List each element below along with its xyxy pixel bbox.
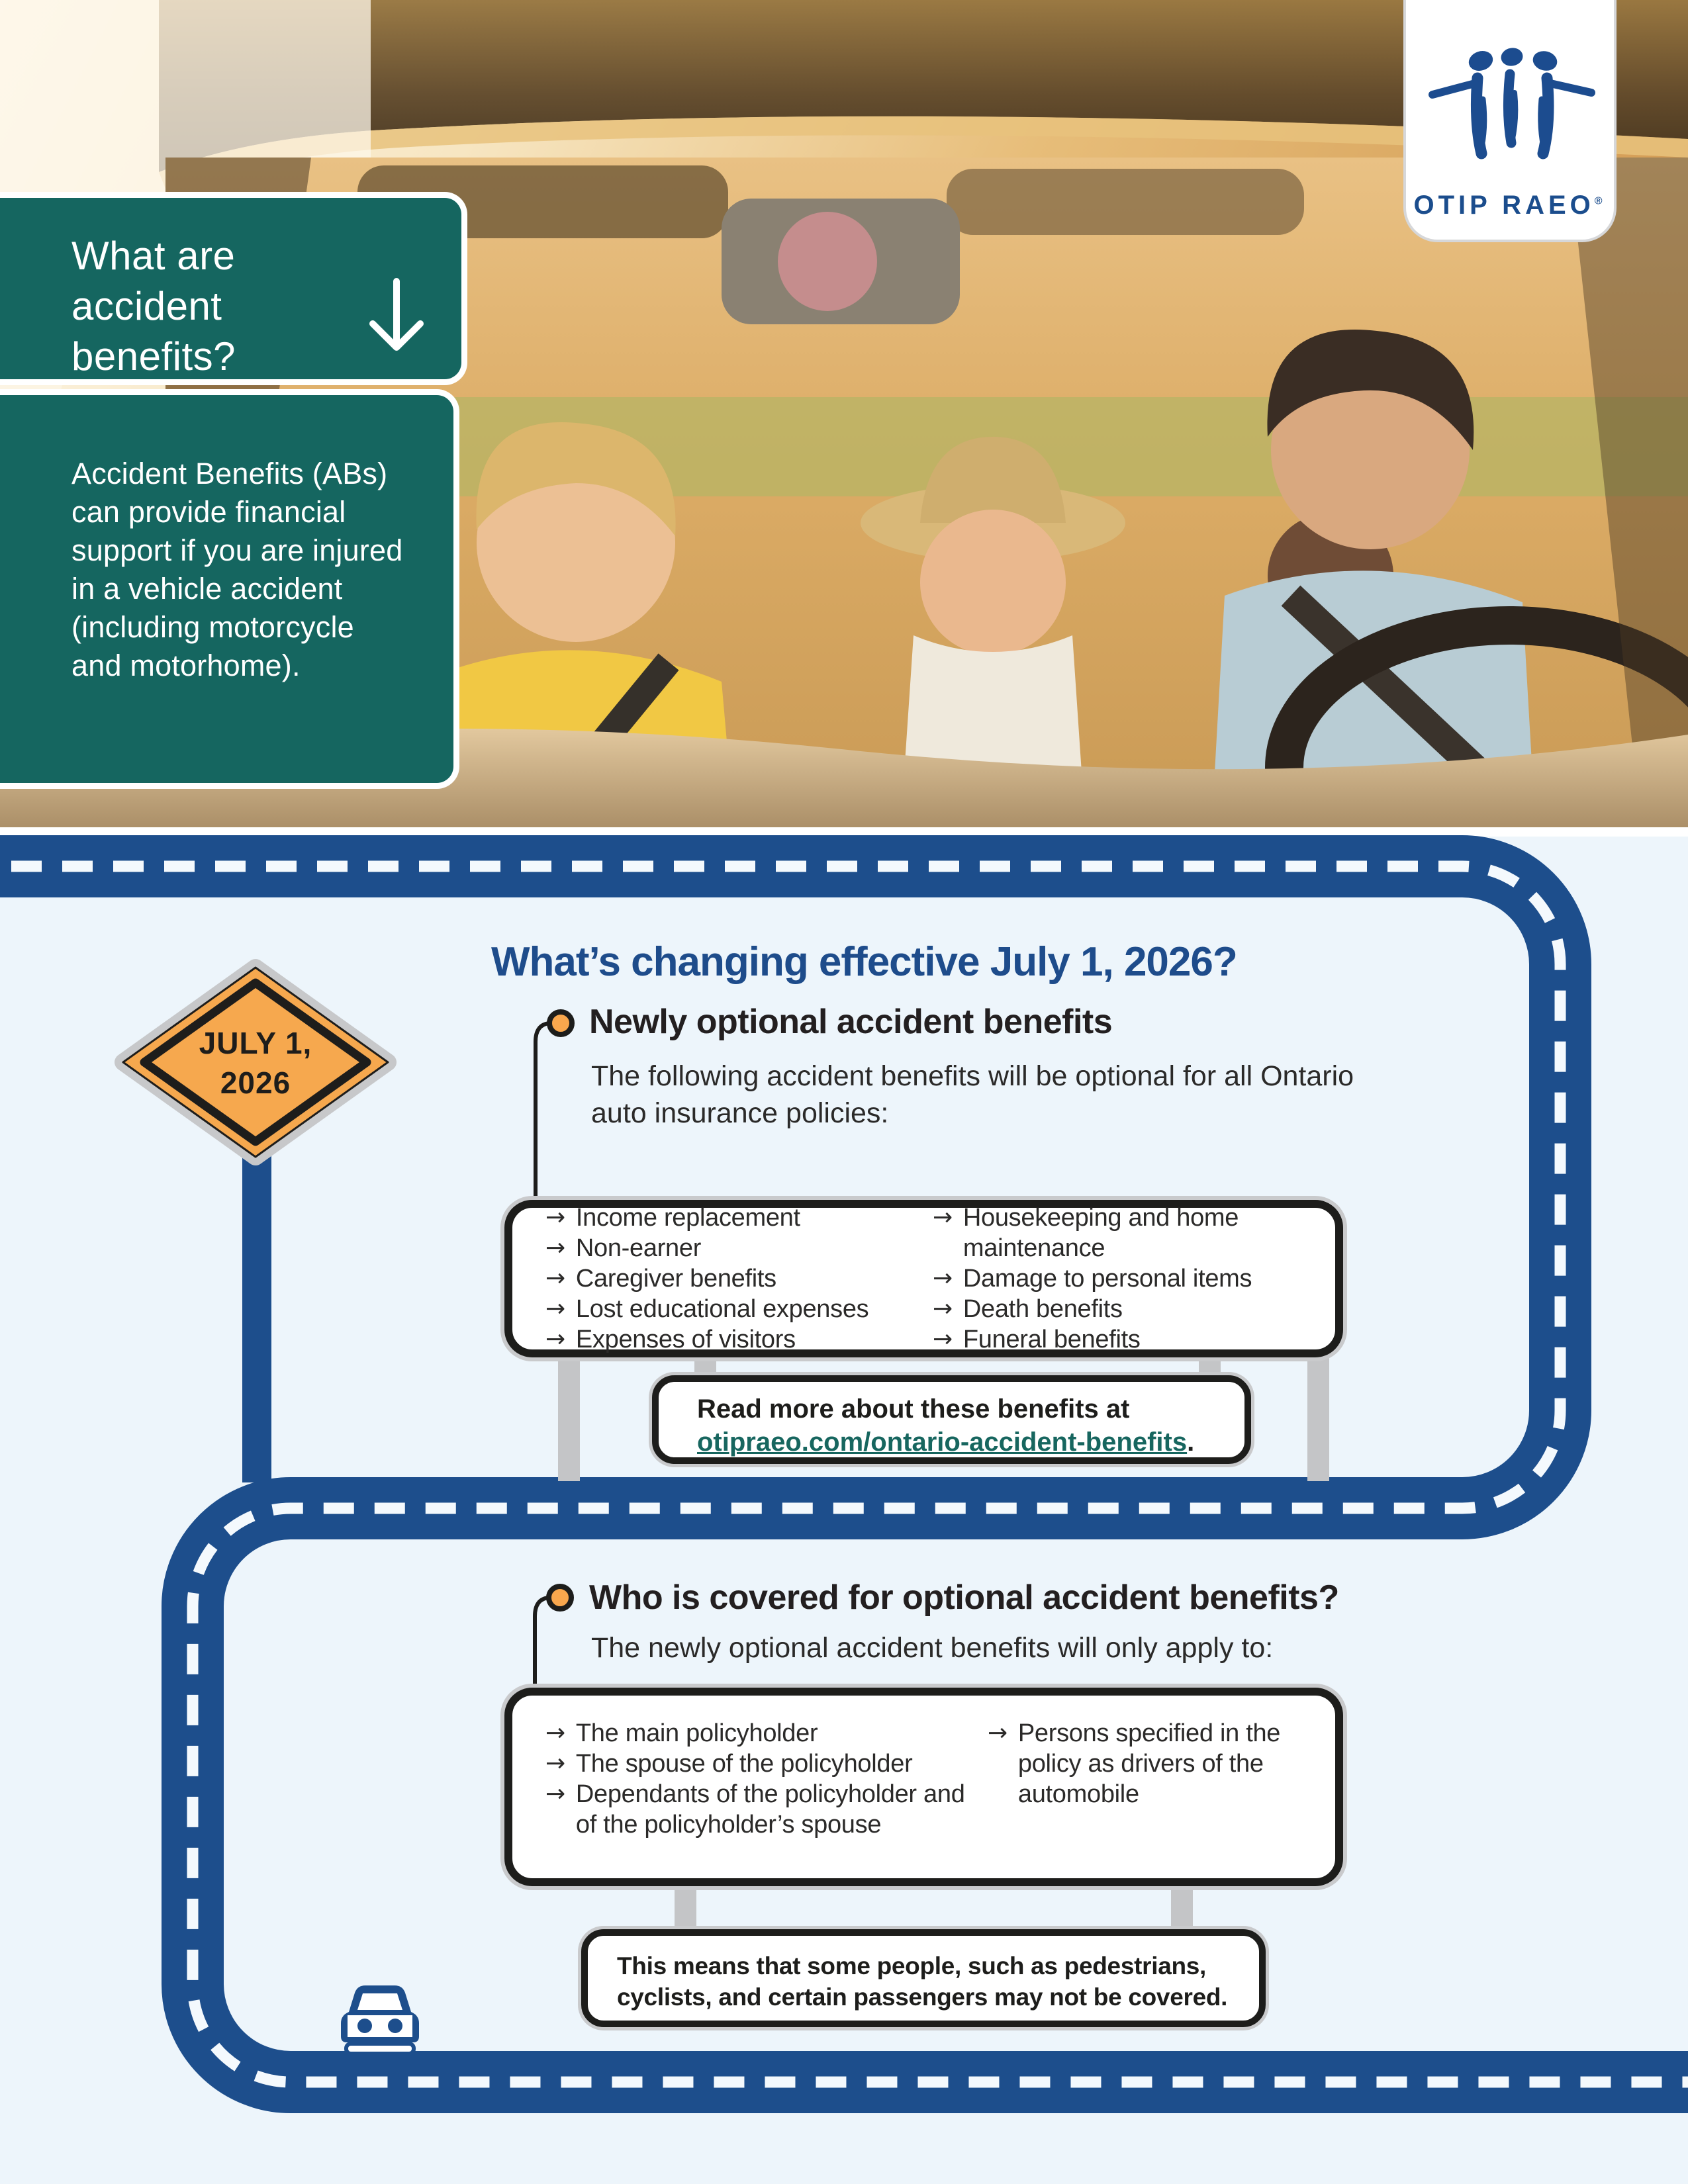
list-item-text: The spouse of the policyholder [575,1750,913,1778]
intro-title-text: What are accident benefits? [71,234,236,379]
list-item: → Housekeeping and home maintenance [933,1203,1322,1263]
section2-column-right: → Persons specified in the policy as driv… [988,1718,1322,1840]
down-arrow-icon [369,278,424,351]
section1-benefits-box: → Income replacement → Non-earner → Caregiver… [504,1200,1343,1357]
list-item: → Dependants of the policyholder and of t… [545,1779,988,1840]
section1-column-right: → Housekeeping and home maintenance → Damag… [933,1203,1322,1355]
section1-intro: The following accident benefits will be … [591,1060,1354,1129]
main-heading: What’s changing effective July 1, 2026? [491,939,1238,985]
list-item: → Death benefits [933,1294,1322,1324]
list-item-text: Non-earner [575,1234,702,1262]
list-item: → Funeral benefits [933,1324,1322,1355]
july-sign: JULY 1, 2026 [115,959,397,1165]
arrow-bullet-icon: → [988,1719,1008,1747]
section2-bullet-icon [546,1584,574,1612]
brand-name: OTIP RAEO® [1406,191,1614,220]
section2-intro: The newly optional accident benefits wil… [591,1632,1274,1664]
arrow-bullet-icon: → [933,1265,953,1292]
list-item: → Lost educational expenses [545,1294,933,1324]
section2-connector-line [533,1596,549,1692]
photo-passenger-hat [920,437,1066,523]
arrow-bullet-icon: → [545,1326,565,1353]
readmore-link[interactable]: otipraeo.com/ontario-accident-benefits [697,1428,1188,1457]
section1-bullet-icon [547,1009,575,1037]
readmore-box: Read more about these benefits at otipra… [652,1375,1251,1464]
arrow-bullet-icon: → [545,1780,565,1807]
list-item: → Income replacement [545,1203,933,1233]
list-item-text: Funeral benefits [962,1326,1141,1353]
brand-name-text: OTIP RAEO [1413,191,1595,220]
road-dashed-line [0,860,1688,2088]
list-item-text: Housekeeping and home maintenance [962,1204,1239,1262]
caption-post-right [1171,1878,1193,1939]
list-item: → Caregiver benefits [545,1263,933,1294]
photo-mirror-reflection [778,212,877,311]
list-item-text: Persons specified in the policy as drive… [1017,1719,1281,1808]
photo-driver-hair [1267,330,1474,450]
list-item-text: Expenses of visitors [575,1326,796,1353]
photo-sun-visor-right [947,169,1304,235]
list-item-text: The main policyholder [575,1719,818,1747]
list-item: → Persons specified in the policy as driv… [988,1718,1322,1809]
section1-connector-line [534,1021,550,1205]
car-icon [341,1985,419,2056]
sign-inner-ring [140,978,371,1146]
photo-roof-trim [159,116,1688,189]
arrow-bullet-icon: → [545,1234,565,1261]
list-item-text: Caregiver benefits [575,1265,776,1293]
arrow-bullet-icon: → [545,1719,565,1747]
arrow-bullet-icon: → [545,1295,565,1322]
photo-passenger-middle [920,510,1066,655]
readmore-prefix: Read more about these benefits at [697,1394,1130,1424]
arrow-bullet-icon: → [545,1204,565,1231]
coverage-note-text: This means that some people, such as ped… [617,1952,1228,2011]
arrow-bullet-icon: → [933,1326,953,1353]
brand-logo: OTIP RAEO® [1403,0,1617,242]
otip-people-icon [1429,48,1595,159]
list-item: → Expenses of visitors [545,1324,933,1355]
photo-pillar-right [1569,158,1688,831]
readmore-suffix: . [1187,1428,1195,1457]
list-item: → The spouse of the policyholder [545,1749,988,1779]
sign-face [122,966,389,1158]
section2-covered-box: → The main policyholder → The spouse of the… [504,1688,1343,1886]
arrow-bullet-icon: → [933,1295,953,1322]
list-item: → Damage to personal items [933,1263,1322,1294]
page-gap-strip [0,827,1688,837]
section2-heading: Who is covered for optional accident ben… [589,1578,1339,1617]
intro-title-box: What are accident benefits? [0,192,467,385]
arrow-bullet-icon: → [545,1265,565,1292]
arrow-bullet-icon: → [545,1750,565,1777]
box1-post-outer-right [1307,1351,1329,1481]
section2-column-left: → The main policyholder → The spouse of the… [545,1718,988,1840]
intro-body-text: Accident Benefits (ABs) can provide fina… [71,457,403,682]
registered-mark: ® [1594,195,1607,207]
list-item: → Non-earner [545,1233,933,1263]
box1-post-outer-left [558,1351,580,1481]
list-item-text: Damage to personal items [962,1265,1252,1293]
photo-car-roof [159,0,1688,172]
list-item-text: Dependants of the policyholder and of th… [575,1780,965,1839]
coverage-note-box: This means that some people, such as ped… [581,1929,1266,2027]
list-item-text: Death benefits [962,1295,1123,1323]
list-item-text: Income replacement [575,1204,800,1232]
sign-text-line1: JULY 1, [199,1026,312,1060]
sign-post [242,1125,271,1482]
photo-front-passenger-hair [476,422,676,536]
sign-text-line2: 2026 [220,1066,291,1100]
arrow-bullet-icon: → [933,1204,953,1231]
section1-column-left: → Income replacement → Non-earner → Caregiver… [545,1203,933,1355]
caption-post-left [675,1878,696,1939]
photo-steering-wheel [1265,606,1688,831]
intro-body-box: Accident Benefits (ABs) can provide fina… [0,389,459,789]
list-item: → The main policyholder [545,1718,988,1749]
list-item-text: Lost educational expenses [575,1295,869,1323]
section1-heading: Newly optional accident benefits [589,1003,1113,1041]
